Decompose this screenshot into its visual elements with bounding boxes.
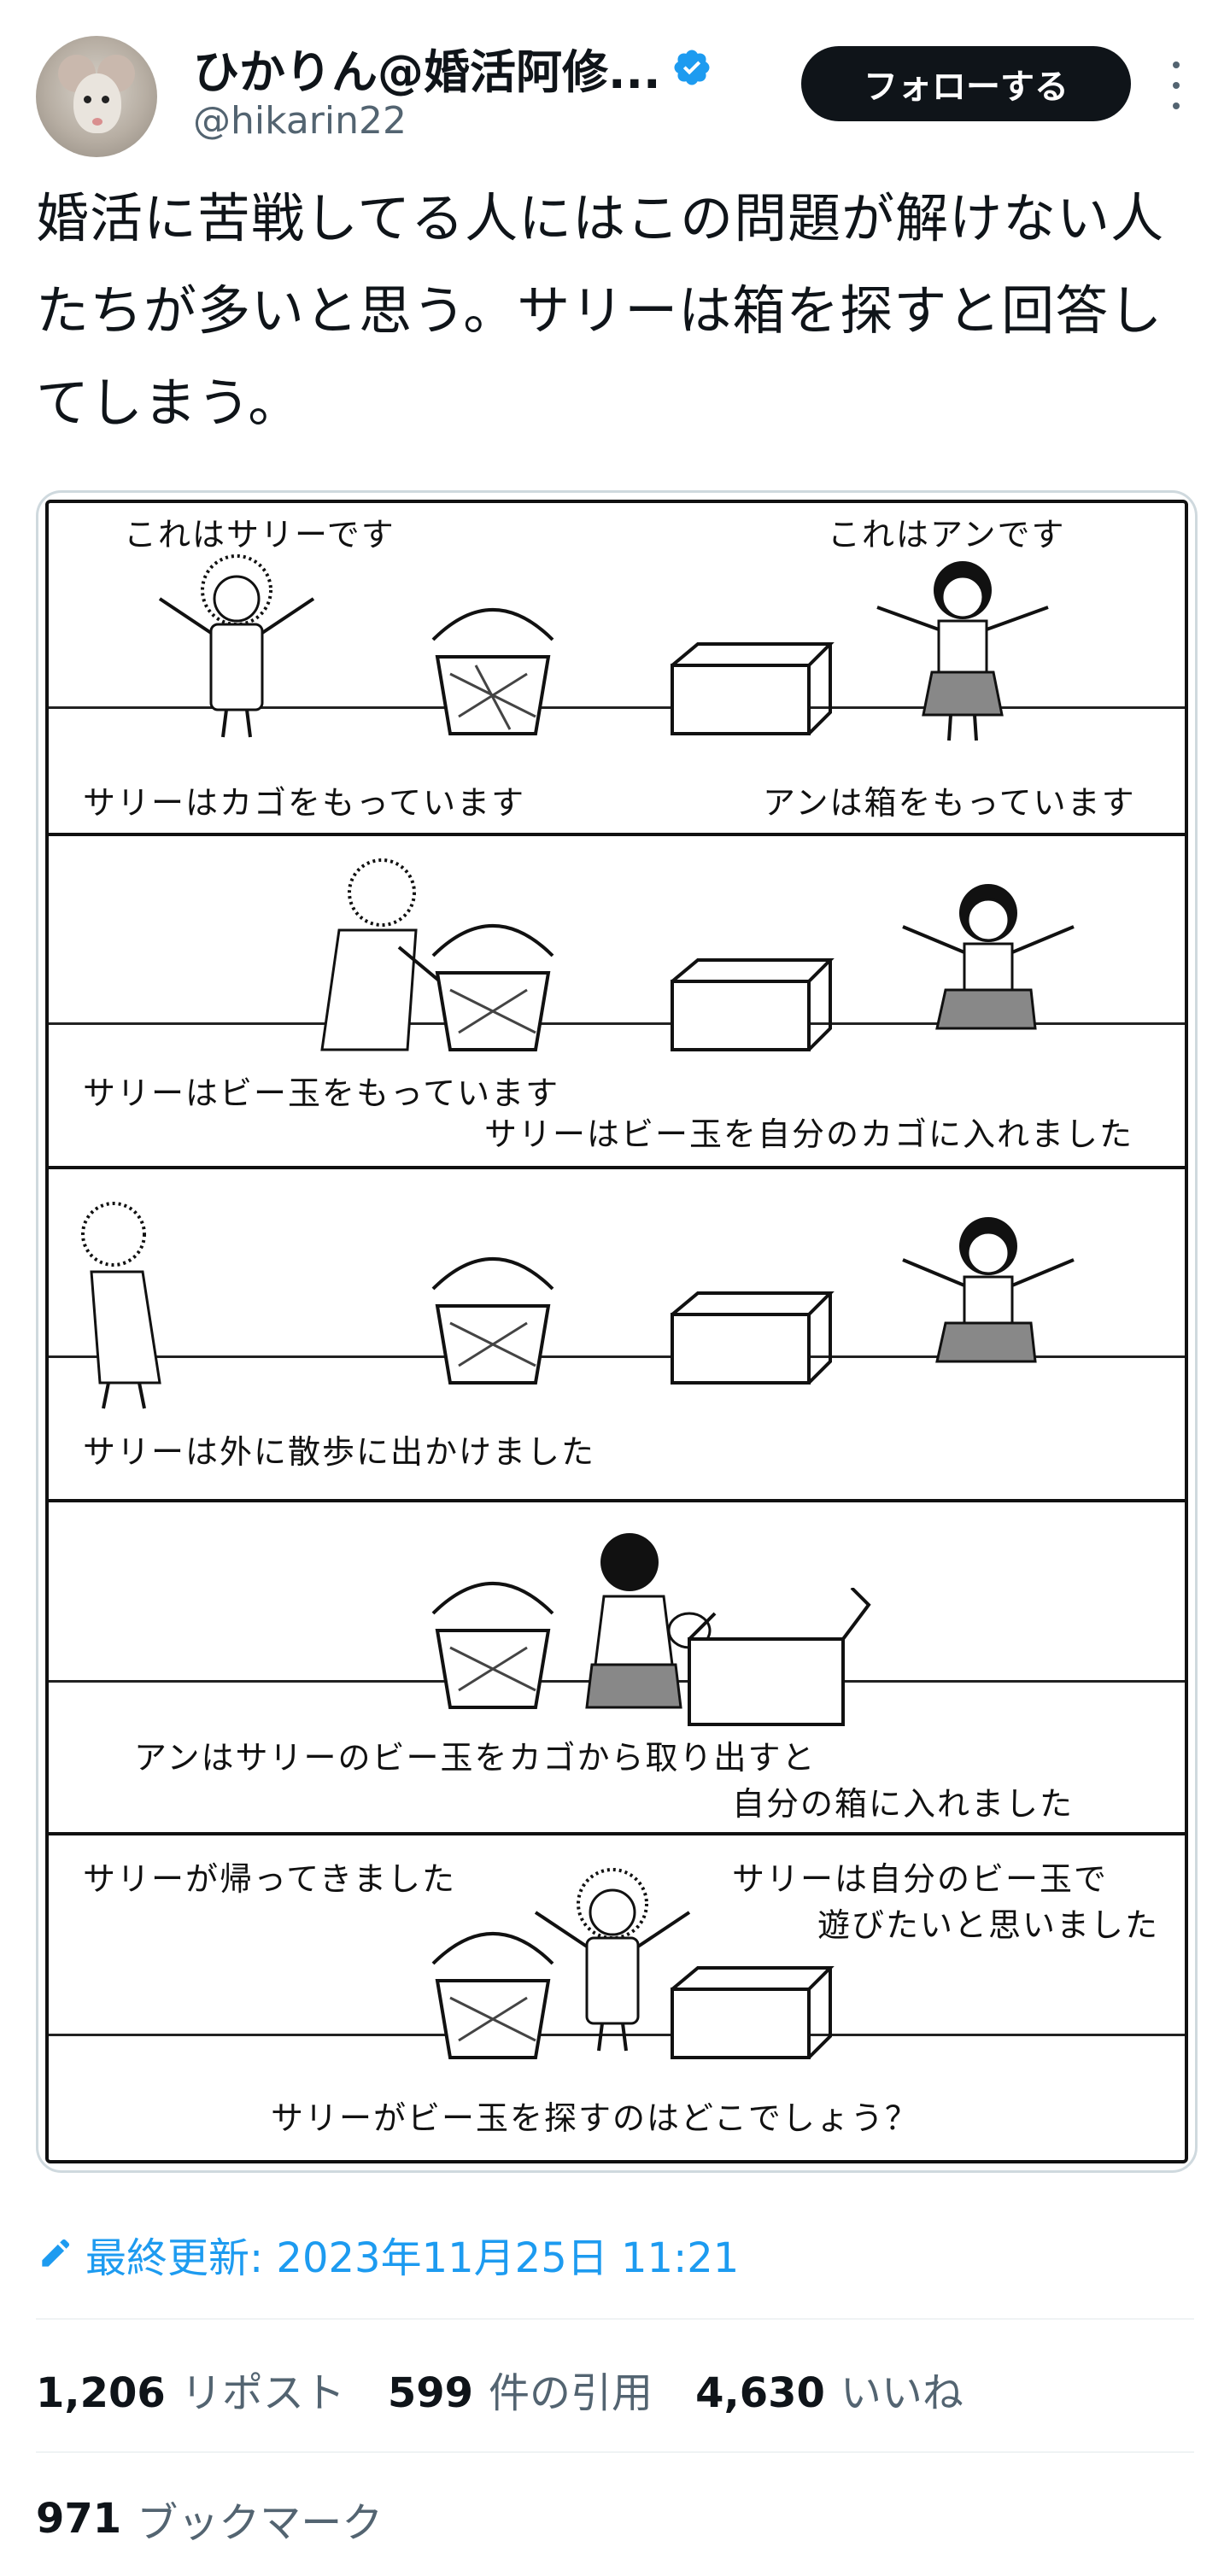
panel-caption: サリーはビー玉をもっています <box>83 1074 560 1112</box>
bookmarks-stat[interactable]: 971 ブックマーク <box>36 2489 383 2549</box>
panel-caption: サリーはカゴをもっています <box>83 784 526 822</box>
avatar-eye-left <box>84 96 91 103</box>
avatar[interactable] <box>36 36 157 157</box>
engagement-stats: 1,206 リポスト 599 件の引用 4,630 いいね <box>36 2359 1006 2419</box>
tweet-image[interactable]: これはサリーです これはアンです <box>36 490 1198 2173</box>
panel-caption: これはサリーです <box>124 516 395 553</box>
panel-caption: サリーがビー玉を探すのはどこでしょう？ <box>271 2099 919 2137</box>
follow-button[interactable]: フォローする <box>801 46 1131 121</box>
comic-panel-2: サリーはビー玉をもっています サリーはビー玉を自分のカゴに入れました <box>49 836 1185 1169</box>
basket-icon <box>431 608 554 735</box>
likes-stat[interactable]: 4,630 いいね <box>695 2359 964 2419</box>
tweet-text: 婚活に苦戦してる人にはこの問題が解けない人たちが多いと思う。サリーは箱を探すと回… <box>36 187 1165 434</box>
sally-figure <box>158 554 315 738</box>
anne-figure <box>902 884 1075 1030</box>
box-icon <box>671 958 835 1051</box>
display-name[interactable]: ひかりん@婚活阿修... <box>193 44 661 99</box>
basket-icon <box>431 1582 554 1709</box>
timestamp-label[interactable]: 最終更新: 2023年11月25日 11:21 <box>85 2234 740 2282</box>
panel-caption: アンはサリーのビー玉をカゴから取り出すと <box>134 1739 817 1777</box>
comic-frame: これはサリーです これはアンです <box>45 500 1188 2163</box>
author-name-row[interactable]: ひかりん@婚活阿修... <box>193 38 712 99</box>
reposts-stat[interactable]: 1,206 リポスト <box>36 2359 345 2419</box>
quotes-count: 599 <box>387 2369 474 2417</box>
bookmarks-label: ブックマーク <box>137 2499 384 2547</box>
box-icon <box>671 1966 835 2059</box>
basket-icon <box>431 1257 554 1385</box>
reposts-label: リポスト <box>180 2369 345 2417</box>
panel-caption: これはアンです <box>828 516 1066 553</box>
panel-caption: サリーは外に散歩に出かけました <box>83 1433 596 1471</box>
divider <box>36 2318 1194 2320</box>
divider <box>36 2451 1194 2453</box>
likes-label: いいね <box>840 2369 964 2417</box>
box-icon <box>671 642 835 735</box>
anne-figure <box>585 1533 712 1709</box>
box-icon <box>688 1588 871 1726</box>
sally-figure <box>81 1202 161 1409</box>
reposts-count: 1,206 <box>36 2369 166 2417</box>
handle[interactable]: @hikarin22 <box>193 99 407 143</box>
avatar-nose <box>92 118 102 126</box>
quotes-stat[interactable]: 599 件の引用 <box>388 2359 653 2419</box>
quotes-label: 件の引用 <box>489 2369 653 2417</box>
box-icon <box>671 1291 835 1385</box>
likes-count: 4,630 <box>695 2369 825 2417</box>
verified-badge-icon <box>674 50 710 85</box>
comic-panel-5: サリーが帰ってきました サリーは自分のビー玉で 遊びたいと思いました <box>49 1835 1185 2167</box>
anne-figure <box>902 1217 1075 1363</box>
panel-caption: アンは箱をもっています <box>763 784 1136 822</box>
panel-caption: 遊びたいと思いました <box>817 1906 1160 1944</box>
panel-caption: サリーはビー玉を自分のカゴに入れました <box>484 1115 1134 1153</box>
anne-figure <box>876 561 1049 741</box>
panel-caption: 自分の箱に入れました <box>732 1785 1075 1823</box>
edit-icon <box>42 2239 70 2267</box>
panel-caption: サリーが帰ってきました <box>83 1860 456 1898</box>
comic-panel-3: サリーは外に散歩に出かけました <box>49 1169 1185 1502</box>
sally-figure <box>534 1868 691 2052</box>
basket-icon <box>431 924 554 1051</box>
comic-panel-4: アンはサリーのビー玉をカゴから取り出すと 自分の箱に入れました <box>49 1502 1185 1835</box>
basket-icon <box>431 1932 554 2059</box>
bookmarks-count: 971 <box>36 2495 122 2543</box>
last-edited-timestamp[interactable]: 最終更新: 2023年11月25日 11:21 <box>36 2224 739 2284</box>
more-options-icon[interactable] <box>1163 61 1189 109</box>
comic-panel-1: これはサリーです これはアンです <box>49 503 1185 836</box>
panel-caption: サリーは自分のビー玉で <box>732 1860 1109 1898</box>
avatar-eye-right <box>102 96 109 103</box>
